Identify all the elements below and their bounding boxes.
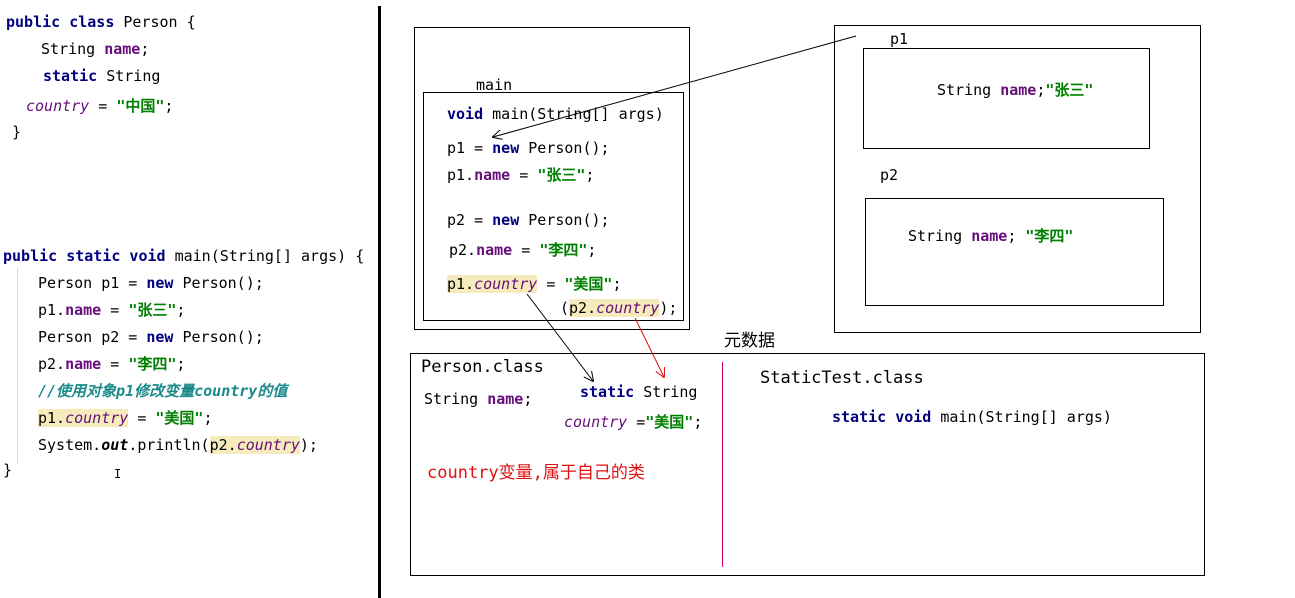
heap-p1-label: p1	[890, 30, 909, 48]
heap-area	[834, 25, 1201, 333]
stack-line-p2-country: (p2.country);	[560, 299, 678, 317]
stack-line-p1-new: p1 = new Person();	[447, 139, 610, 157]
metadata-divider	[722, 362, 723, 567]
class-declaration: public class Person {	[6, 13, 196, 31]
metadata-area	[410, 353, 1205, 576]
field-country-declaration: country = "中国";	[26, 97, 174, 115]
heap-p1-object	[863, 48, 1150, 149]
arrow-p1-country-to-static	[526, 293, 593, 381]
statictest-class-title: StaticTest.class	[760, 368, 924, 388]
main-declaration: public static void main(String[] args) {	[3, 247, 365, 265]
code-line-p1-new: Person p1 = new Person();	[38, 274, 264, 292]
heap-p1-field: String name;"张三"	[937, 81, 1094, 99]
metadata-country-line: country ="美国";	[564, 413, 703, 431]
arrow-p2-country-to-static	[634, 317, 664, 377]
code-line-println: System.out.println(p2.country);	[38, 436, 318, 454]
text-cursor-icon: I	[114, 467, 122, 481]
statictest-main: static void main(String[] args)	[832, 408, 1112, 426]
code-line-p1-name: p1.name = "张三";	[38, 301, 186, 319]
metadata-note: country变量,属于自己的类	[427, 463, 645, 483]
code-line-p1-country: p1.country = "美国";	[38, 409, 213, 427]
stack-line-p2-new: p2 = new Person();	[447, 211, 610, 229]
panel-separator	[378, 6, 381, 598]
indent-guide	[17, 268, 18, 464]
metadata-static-line: static String	[580, 383, 698, 401]
field-name-declaration: String name;	[41, 40, 150, 58]
main-close-brace: }	[3, 461, 13, 479]
code-line-p2-name: p2.name = "李四";	[38, 355, 186, 373]
stack-frame-main	[423, 92, 684, 321]
stack-main-label: main	[476, 76, 513, 94]
stack-line-p2-name: p2.name = "李四";	[449, 241, 597, 259]
heap-p2-field: String name; "李四"	[908, 227, 1074, 245]
heap-p2-object	[865, 198, 1164, 306]
code-comment: //使用对象p1修改变量country的值	[38, 382, 288, 400]
metadata-label: 元数据	[724, 331, 775, 351]
class-close-brace: }	[12, 123, 22, 141]
static-modifier-line: static String	[43, 67, 161, 85]
person-class-title: Person.class	[421, 357, 544, 377]
stack-frame-outer	[414, 27, 690, 330]
stack-main-signature: void main(String[] args)	[447, 105, 664, 123]
metadata-person-field: String name;	[424, 390, 533, 408]
stack-line-p1-country: p1.country = "美国";	[447, 275, 622, 293]
stack-line-p1-name: p1.name = "张三";	[447, 166, 595, 184]
arrow-p1-reference	[493, 35, 857, 137]
code-line-p2-new: Person p2 = new Person();	[38, 328, 264, 346]
heap-p2-label: p2	[880, 166, 899, 184]
